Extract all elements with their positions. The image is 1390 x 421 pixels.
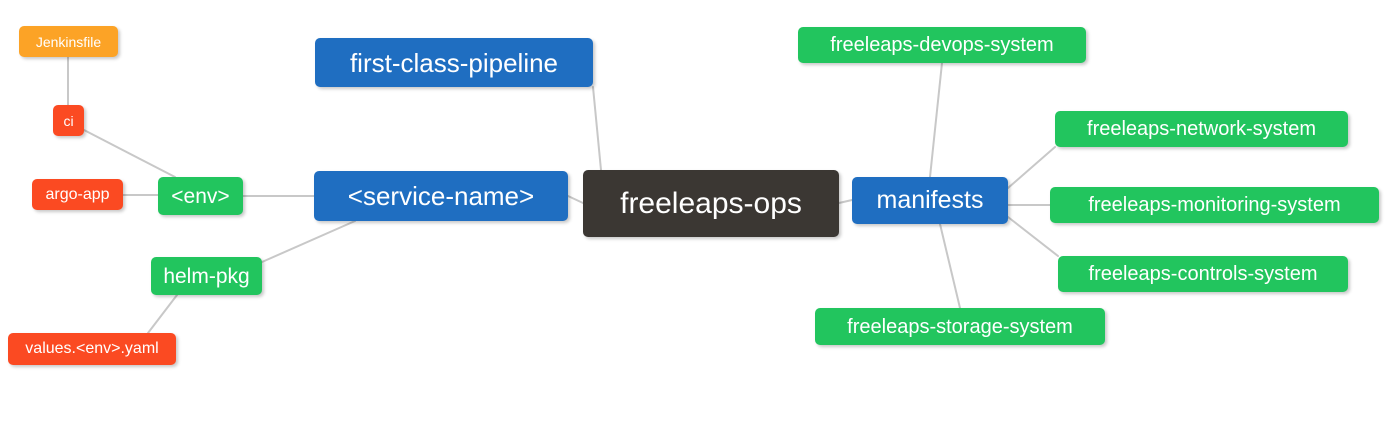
- node-env[interactable]: <env>: [158, 177, 243, 215]
- node-jenkinsfile[interactable]: Jenkinsfile: [19, 26, 118, 57]
- edge-freeleaps-ops-to-service-name: [567, 195, 584, 204]
- edge-manifests-to-freeleaps-storage-system: [939, 223, 961, 309]
- edge-service-name-to-helm-pkg: [261, 220, 356, 263]
- node-label-values-env-yaml: values.<env>.yaml: [25, 340, 159, 357]
- node-label-ci: ci: [63, 112, 74, 129]
- node-freeleaps-storage-system[interactable]: freeleaps-storage-system: [815, 308, 1105, 345]
- node-label-freeleaps-controls-system: freeleaps-controls-system: [1088, 263, 1318, 285]
- node-label-freeleaps-monitoring-system: freeleaps-monitoring-system: [1088, 194, 1341, 216]
- node-label-freeleaps-network-system: freeleaps-network-system: [1087, 118, 1316, 140]
- node-argo-app[interactable]: argo-app: [32, 179, 123, 210]
- node-helm-pkg[interactable]: helm-pkg: [151, 257, 262, 295]
- node-label-first-class-pipeline: first-class-pipeline: [349, 47, 559, 78]
- node-label-freeleaps-ops: freeleaps-ops: [620, 186, 802, 220]
- edge-freeleaps-ops-to-manifests: [838, 199, 853, 204]
- edge-freeleaps-ops-to-first-class-pipeline: [592, 86, 602, 171]
- node-freeleaps-ops[interactable]: freeleaps-ops: [583, 170, 839, 237]
- edge-manifests-to-freeleaps-devops-system: [929, 62, 943, 178]
- node-label-manifests: manifests: [876, 186, 984, 214]
- node-label-freeleaps-storage-system: freeleaps-storage-system: [847, 315, 1073, 338]
- node-label-env: <env>: [171, 184, 230, 208]
- edge-env-to-ci: [83, 129, 176, 178]
- edge-helm-pkg-to-values-env-yaml: [147, 294, 178, 334]
- node-label-jenkinsfile: Jenkinsfile: [35, 33, 102, 50]
- edge-manifests-to-freeleaps-network-system: [1007, 146, 1056, 189]
- node-freeleaps-devops-system[interactable]: freeleaps-devops-system: [798, 27, 1086, 63]
- node-label-helm-pkg: helm-pkg: [163, 264, 250, 288]
- node-freeleaps-controls-system[interactable]: freeleaps-controls-system: [1058, 256, 1348, 292]
- node-first-class-pipeline[interactable]: first-class-pipeline: [315, 38, 593, 87]
- node-label-argo-app: argo-app: [45, 185, 110, 203]
- node-label-freeleaps-devops-system: freeleaps-devops-system: [830, 34, 1054, 56]
- node-freeleaps-network-system[interactable]: freeleaps-network-system: [1055, 111, 1348, 147]
- node-service-name[interactable]: <service-name>: [314, 171, 568, 221]
- node-manifests[interactable]: manifests: [852, 177, 1008, 224]
- edge-manifests-to-freeleaps-controls-system: [1007, 216, 1059, 257]
- node-values-env-yaml[interactable]: values.<env>.yaml: [8, 333, 176, 365]
- node-label-service-name: <service-name>: [347, 181, 535, 211]
- node-ci[interactable]: ci: [53, 105, 84, 136]
- node-freeleaps-monitoring-system[interactable]: freeleaps-monitoring-system: [1050, 187, 1379, 223]
